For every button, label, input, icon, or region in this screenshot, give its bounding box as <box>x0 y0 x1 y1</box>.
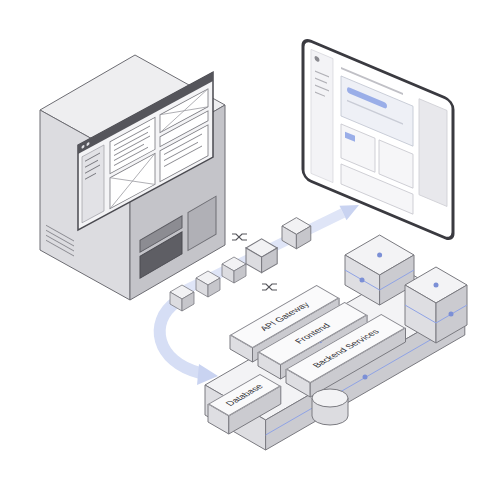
server-drawers <box>140 196 216 278</box>
illustration-part <box>303 38 453 241</box>
illustration-part <box>188 196 216 250</box>
illustration-part <box>377 253 382 258</box>
illustration-part <box>78 72 213 230</box>
illustration-part <box>222 257 246 283</box>
illustration-part <box>114 132 148 150</box>
illustration-part <box>160 125 208 182</box>
illustration-part <box>114 136 150 155</box>
illustration-part <box>196 271 220 297</box>
illustration-part <box>360 278 365 283</box>
database-cylinder <box>312 389 348 425</box>
illustration-part <box>340 205 360 220</box>
illustration-part <box>114 126 150 145</box>
illustration-part <box>341 76 413 146</box>
illustration-part <box>311 49 333 182</box>
illustration-part <box>164 134 202 155</box>
illustration-part <box>114 144 144 160</box>
illustration-part <box>345 132 355 142</box>
illustration-part <box>315 55 320 62</box>
illustration-part <box>405 305 436 323</box>
illustration-part <box>110 153 155 208</box>
illustration-part <box>312 389 348 407</box>
server-screen <box>78 72 213 230</box>
illustration-part <box>262 284 277 290</box>
illustration-part <box>379 140 413 188</box>
illustration-part <box>85 165 100 173</box>
illustration-part <box>170 285 194 311</box>
illustration-part <box>315 92 325 96</box>
illustration-part <box>85 173 96 179</box>
illustration-part <box>347 86 387 109</box>
illustration-part <box>347 100 403 124</box>
illustration-part <box>46 240 74 256</box>
slab-sides <box>208 298 406 434</box>
slab-label: Frontend <box>292 322 333 346</box>
illustration-part <box>449 312 454 317</box>
tablet-illustration <box>303 38 453 241</box>
illustration-part <box>436 305 467 323</box>
illustration-part <box>315 78 327 83</box>
illustration-part <box>87 142 90 147</box>
illustration-part <box>196 271 220 297</box>
service-cube <box>345 235 414 305</box>
service-slab: Database <box>208 374 281 416</box>
slab-label: Database <box>223 383 266 408</box>
illustration-part <box>434 283 439 288</box>
shuffle-icon <box>232 234 277 290</box>
illustration-part <box>140 232 182 278</box>
illustration-part <box>345 255 380 305</box>
service-cube <box>405 267 467 343</box>
illustration-part <box>419 99 447 207</box>
illustration-part <box>170 285 194 311</box>
illustration-part <box>363 375 368 380</box>
illustration-part <box>341 124 375 172</box>
server-illustration <box>40 55 225 300</box>
illustration-part <box>282 218 311 249</box>
illustration-part <box>246 239 277 273</box>
illustration-part <box>405 285 436 343</box>
illustration-part <box>436 285 467 343</box>
illustration-part <box>315 85 329 91</box>
illustration-part <box>232 234 247 240</box>
illustration-part <box>110 153 155 208</box>
illustration-part <box>110 153 155 208</box>
illustration-part <box>246 239 277 273</box>
illustration-part <box>85 160 98 167</box>
platform <box>205 270 465 450</box>
illustration-part <box>82 144 85 149</box>
data-cubes <box>170 218 311 311</box>
illustration-part <box>222 257 246 283</box>
illustration-part <box>82 145 104 223</box>
illustration-part <box>315 71 329 77</box>
illustration-part <box>345 270 380 290</box>
illustration-part <box>164 146 202 167</box>
illustration-part <box>282 218 311 249</box>
illustration-part <box>160 302 200 373</box>
server-vents <box>46 225 74 256</box>
